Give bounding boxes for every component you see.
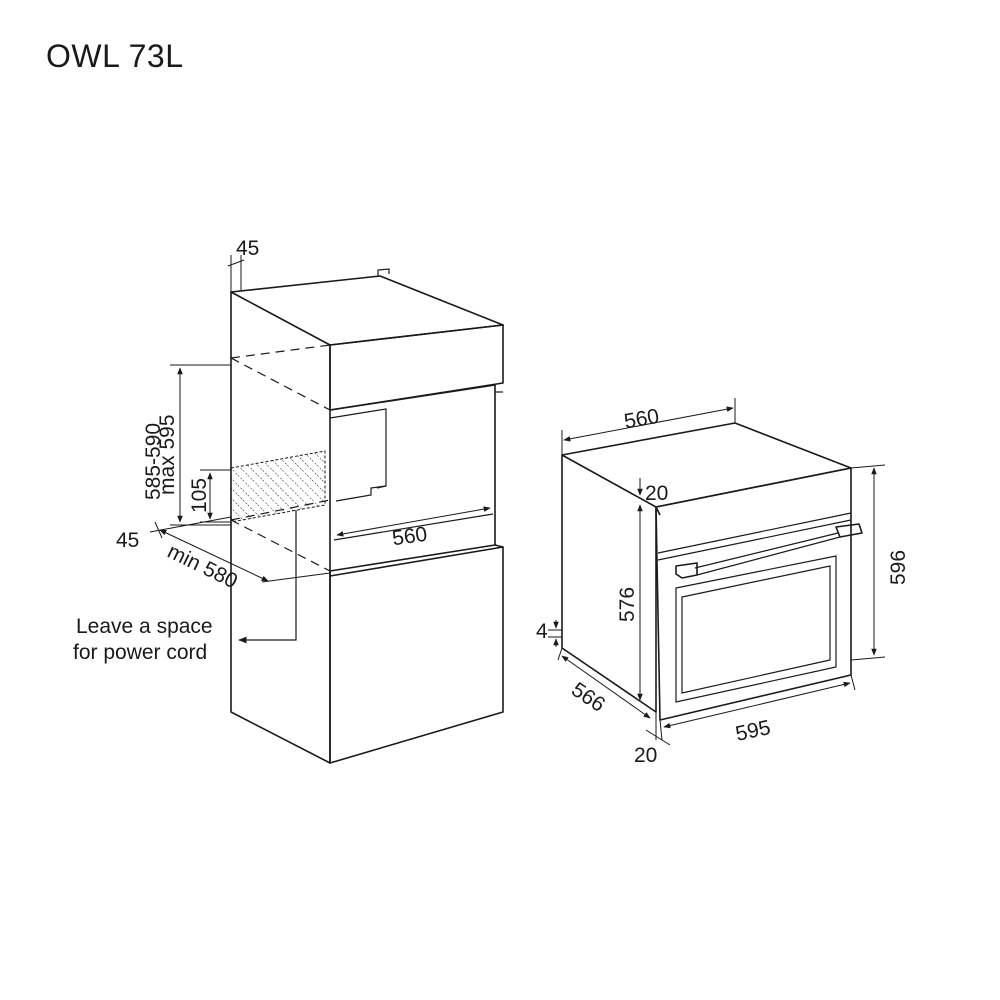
oven-top	[561, 422, 852, 508]
dim-panel-thickness: 20	[645, 482, 668, 505]
power-cord-note-line2: for power cord	[73, 641, 207, 664]
oven-side	[561, 454, 657, 713]
dim-depth: 566	[567, 678, 609, 717]
dim-cutout-height: 105	[188, 478, 211, 513]
dim-min-depth: min 580	[164, 540, 241, 593]
dim-width-top: 560	[622, 405, 661, 434]
power-cord-note-line1: Leave a space	[76, 615, 213, 638]
dim-bottom-offset: 4	[536, 620, 548, 643]
oven-handle	[675, 562, 698, 579]
oven-window	[675, 555, 837, 703]
cabinet-dimensions: 45 585-590 max 595 105 560 45 min 580	[116, 237, 491, 593]
cabinet-lower-front	[329, 546, 504, 764]
dim-top-offset: 45	[236, 237, 259, 260]
oven-dimensions: 560 596 20 576 4 566 595 20	[536, 398, 910, 767]
cabinet-upper-front	[329, 324, 504, 411]
cabinet-niche-frame	[329, 384, 496, 572]
cabinet-drawing	[230, 268, 504, 764]
dim-front-depth: 20	[634, 744, 657, 767]
model-title: OWL 73L	[46, 38, 184, 74]
dim-height-range: 585-590	[142, 423, 165, 500]
dim-width-front: 595	[734, 716, 773, 746]
dim-body-height: 576	[616, 587, 639, 622]
dim-height-total: 596	[887, 550, 910, 585]
dim-inner-width: 560	[391, 523, 429, 551]
cabinet-top	[230, 275, 504, 346]
dim-height-max: max 595	[156, 414, 179, 495]
oven-front	[655, 467, 852, 721]
oven-drawing	[561, 422, 863, 721]
dim-side-offset: 45	[116, 529, 139, 552]
power-cord-cutout	[230, 450, 326, 523]
power-cord-note: Leave a space for power cord	[73, 615, 213, 664]
